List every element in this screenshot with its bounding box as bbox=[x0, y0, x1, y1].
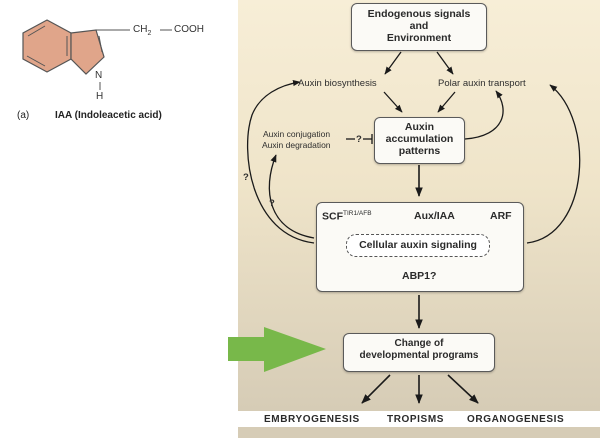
pyrrole-ring bbox=[70, 29, 105, 75]
conjugation-label: Auxin conjugation bbox=[263, 129, 330, 139]
highlight-arrow bbox=[228, 327, 326, 372]
cooh-label: COOH bbox=[174, 24, 204, 35]
panel-label: (a) bbox=[17, 110, 30, 121]
outcome-embryogenesis: EMBRYOGENESIS bbox=[264, 414, 360, 425]
bottom-strip bbox=[238, 427, 600, 438]
benzene-ring bbox=[22, 19, 72, 73]
outcome-tropisms: TROPISMS bbox=[387, 414, 445, 425]
ch2-label: CH2 bbox=[133, 24, 152, 37]
aux-iaa-label: Aux/IAA bbox=[414, 210, 455, 222]
inhibition-question-mark: ? bbox=[356, 134, 362, 145]
biosynthesis-label: Auxin biosynthesis bbox=[298, 78, 377, 89]
degradation-label: Auxin degradation bbox=[262, 140, 331, 150]
transport-label: Polar auxin transport bbox=[438, 78, 526, 89]
loop-question-mark-inner: ? bbox=[269, 198, 275, 209]
outcome-band bbox=[238, 411, 600, 427]
cellular-signaling-label: Cellular auxin signaling bbox=[346, 234, 490, 257]
compound-name: IAA (Indoleacetic acid) bbox=[55, 110, 162, 121]
nitrogen-label: N bbox=[95, 70, 103, 81]
outcome-organogenesis: ORGANOGENESIS bbox=[467, 414, 565, 425]
abp1-label: ABP1? bbox=[402, 270, 437, 282]
hydrogen-label: H bbox=[96, 91, 104, 102]
loop-question-mark-outer: ? bbox=[243, 172, 249, 183]
scf-label: SCFTIR1/AFB bbox=[322, 210, 372, 223]
arf-label: ARF bbox=[490, 210, 512, 222]
iaa-molecule bbox=[22, 19, 172, 90]
